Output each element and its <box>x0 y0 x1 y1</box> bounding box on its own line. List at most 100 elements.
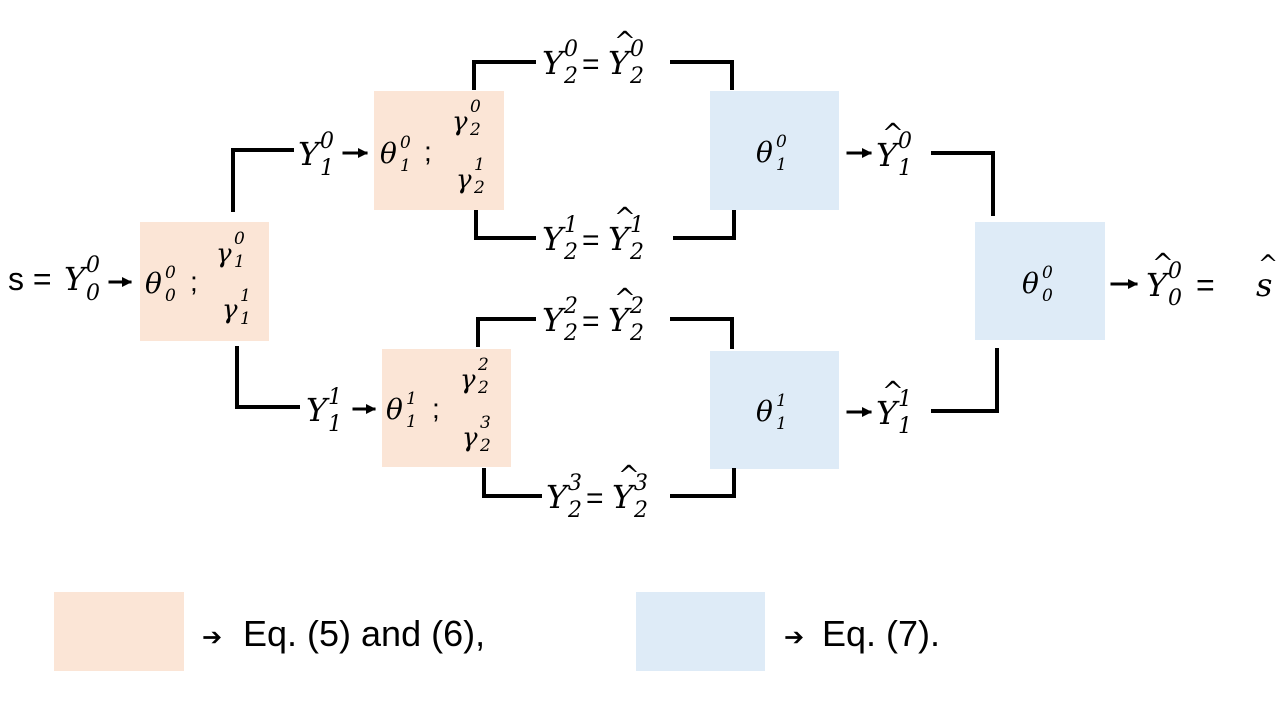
svg-text:1: 1 <box>898 414 912 439</box>
svg-text:Y: Y <box>542 220 566 258</box>
enc0-sep: ; <box>190 266 198 297</box>
svg-text:=: = <box>586 482 604 515</box>
svg-text:1: 1 <box>564 213 578 238</box>
svg-text:^: ^ <box>1258 250 1278 278</box>
enc1b-theta: θ <box>386 393 403 426</box>
svg-text:0: 0 <box>1168 259 1182 284</box>
svg-text:Y: Y <box>542 44 566 82</box>
level2-label-1: Y 1 2 = Y ^ 1 2 <box>542 203 644 265</box>
dec1a-theta-sup: 0 <box>776 132 787 152</box>
wire-level2-1-right <box>673 210 736 240</box>
enc1a-sep: ; <box>424 136 432 167</box>
svg-text:Y: Y <box>608 44 632 82</box>
svg-text:^: ^ <box>1152 249 1174 279</box>
dec0-theta-sup: 0 <box>1042 263 1053 283</box>
level1-label-bottom: Y 1 1 <box>306 385 342 437</box>
input-prefix: s = <box>8 261 52 297</box>
svg-text:^: ^ <box>618 461 640 491</box>
enc1a-theta-sub: 1 <box>400 156 411 176</box>
svg-text:Y: Y <box>298 135 322 173</box>
decoded-label-top: Y ^ 0 1 <box>876 119 912 181</box>
decoded-label-bottom: Y ^ 1 1 <box>876 377 912 439</box>
legend-arrow-decoder: ➔ <box>784 624 804 651</box>
enc0-gamma0: γ <box>216 239 232 269</box>
enc1b-gamma0-sub: 2 <box>477 378 489 398</box>
level1-label-top: Y 0 1 <box>298 129 334 181</box>
decoder-box-level0 <box>975 222 1105 340</box>
level2-label-0: Y 0 2 = Y ^ 0 2 <box>542 27 644 89</box>
enc1b-sep: ; <box>432 393 440 424</box>
encoder-box-level1-top <box>374 91 504 210</box>
svg-text:=: = <box>1196 267 1215 303</box>
svg-text:2: 2 <box>567 498 582 523</box>
wire-level2-3-left <box>482 468 542 498</box>
dec1b-theta: θ <box>756 395 773 428</box>
enc0-gamma1-sup: 1 <box>240 286 251 306</box>
svg-text:2: 2 <box>563 64 578 89</box>
input-var: Y <box>64 260 88 298</box>
enc1b-gamma1-sub: 2 <box>479 436 491 456</box>
svg-text:2: 2 <box>629 240 644 265</box>
wire-dec-top-to-dec0 <box>931 151 995 216</box>
level2-label-2: Y 2 2 = Y ^ 2 2 <box>542 284 644 346</box>
svg-text:=: = <box>582 48 600 81</box>
svg-text:Y: Y <box>546 478 570 516</box>
wire-level2-0-left <box>472 60 536 90</box>
svg-text:2: 2 <box>629 294 644 319</box>
enc1a-gamma0-sub: 2 <box>469 120 481 140</box>
wire-level2-0-right <box>670 60 734 90</box>
svg-text:1: 1 <box>630 213 644 238</box>
svg-text:0: 0 <box>564 37 578 62</box>
svg-text:Y: Y <box>612 478 636 516</box>
enc1b-theta-sup: 1 <box>406 389 417 409</box>
legend-text-decoder: Eq. (7). <box>822 613 940 654</box>
wire-level2-2-left <box>476 317 536 347</box>
svg-text:2: 2 <box>629 64 644 89</box>
svg-text:1: 1 <box>328 412 342 437</box>
svg-text:0: 0 <box>1168 286 1182 311</box>
svg-text:Y: Y <box>876 394 900 432</box>
svg-text:1: 1 <box>328 385 342 410</box>
dec0-theta: θ <box>1022 267 1039 300</box>
enc1b-gamma0: γ <box>460 365 476 395</box>
legend-text-encoder: Eq. (5) and (6), <box>243 613 485 654</box>
enc1b-gamma0-sup: 2 <box>477 355 489 375</box>
decoder-box-level1-top <box>710 91 839 210</box>
svg-text:2: 2 <box>633 498 648 523</box>
svg-text:Y: Y <box>608 220 632 258</box>
enc1b-theta-sub: 1 <box>406 412 417 432</box>
dec1b-theta-sub: 1 <box>776 414 787 434</box>
svg-text:^: ^ <box>882 119 904 149</box>
svg-text:2: 2 <box>563 294 578 319</box>
svg-text:2: 2 <box>629 321 644 346</box>
output-label: Y ^ 0 0 = s ^ <box>1146 249 1278 311</box>
svg-text:3: 3 <box>568 471 582 496</box>
svg-text:0: 0 <box>898 129 912 154</box>
encoder-box-level0 <box>140 222 269 341</box>
encoder-box-level1-bottom <box>382 349 511 467</box>
enc1a-gamma1-sub: 2 <box>473 178 485 198</box>
svg-text:3: 3 <box>634 471 648 496</box>
svg-text:^: ^ <box>614 203 636 233</box>
svg-text:1: 1 <box>898 387 912 412</box>
enc1b-gamma1-sup: 3 <box>480 413 491 433</box>
wire-enc0-bottom <box>235 346 300 409</box>
svg-text:2: 2 <box>563 321 578 346</box>
dec1a-theta-sub: 1 <box>776 155 787 175</box>
svg-text:0: 0 <box>320 129 334 154</box>
svg-text:2: 2 <box>563 240 578 265</box>
decoder-level0-content: θ 0 0 <box>1022 263 1053 306</box>
wire-enc0-top <box>231 148 294 212</box>
dec0-theta-sub: 0 <box>1042 286 1053 306</box>
wire-dec-bottom-to-dec0 <box>931 348 999 413</box>
decoder-box-level1-bottom <box>710 351 839 469</box>
enc1a-gamma1: γ <box>456 165 472 195</box>
wire-level2-3-right <box>670 468 736 498</box>
decoder-level1-bottom-content: θ 1 1 <box>756 391 787 434</box>
enc0-theta-sub: 0 <box>165 286 176 306</box>
svg-text:Y: Y <box>306 391 330 429</box>
arrows <box>108 148 1138 417</box>
enc0-gamma1: γ <box>222 295 238 325</box>
input-sup: 0 <box>86 253 100 278</box>
svg-text:=: = <box>582 305 600 338</box>
